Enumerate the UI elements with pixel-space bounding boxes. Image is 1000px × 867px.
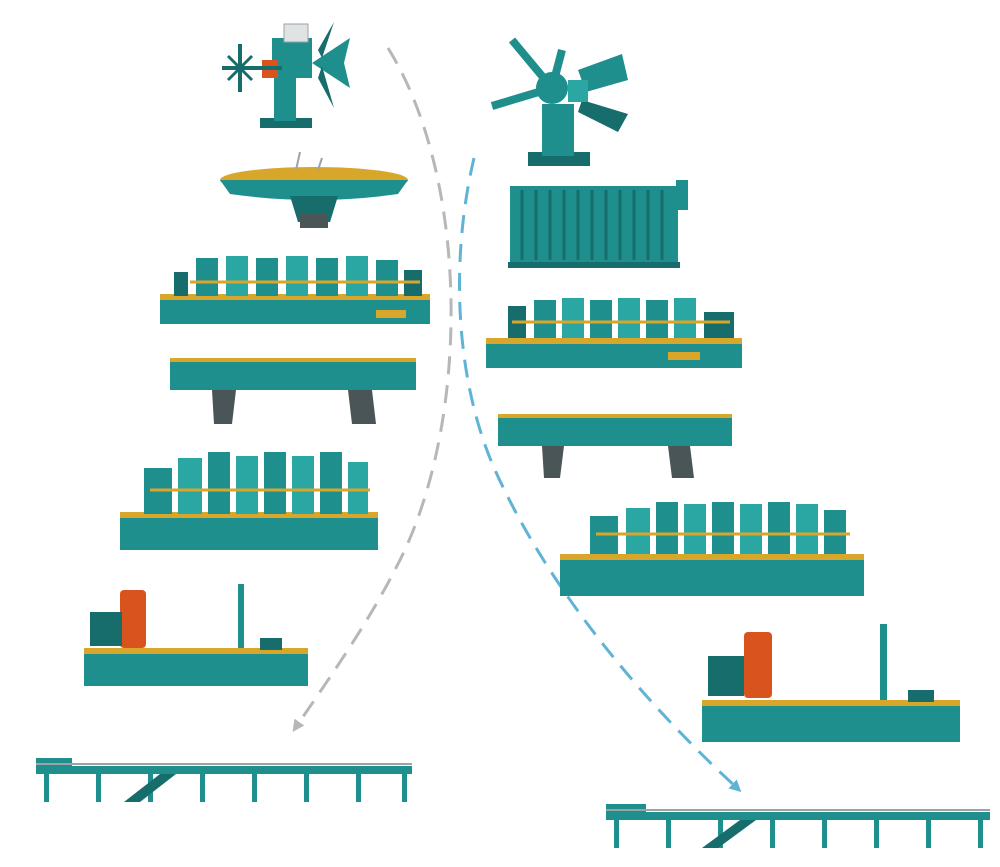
left-bridge-table-icon [170,358,416,424]
left-cutoff-saw-icon [84,584,308,686]
left-run-out-table-icon [36,758,412,802]
right-bridge-table-icon [498,414,732,478]
right-cutoff-saw-icon [702,624,960,742]
right-sizing-mill-icon [560,502,864,596]
right-run-out-table-icon [606,804,990,848]
right-cage-accumulator-icon [508,180,688,268]
left-route-arrow [292,47,453,732]
left-forming-mill-icon [160,256,430,324]
right-forming-mill-icon [486,298,742,368]
left-horizontal-accumulator-icon [220,151,408,228]
left-sizing-mill-icon [120,452,378,550]
right-uncoiler-icon [490,37,628,166]
left-uncoiler-icon [222,22,350,128]
right-route-arrow [458,157,742,793]
